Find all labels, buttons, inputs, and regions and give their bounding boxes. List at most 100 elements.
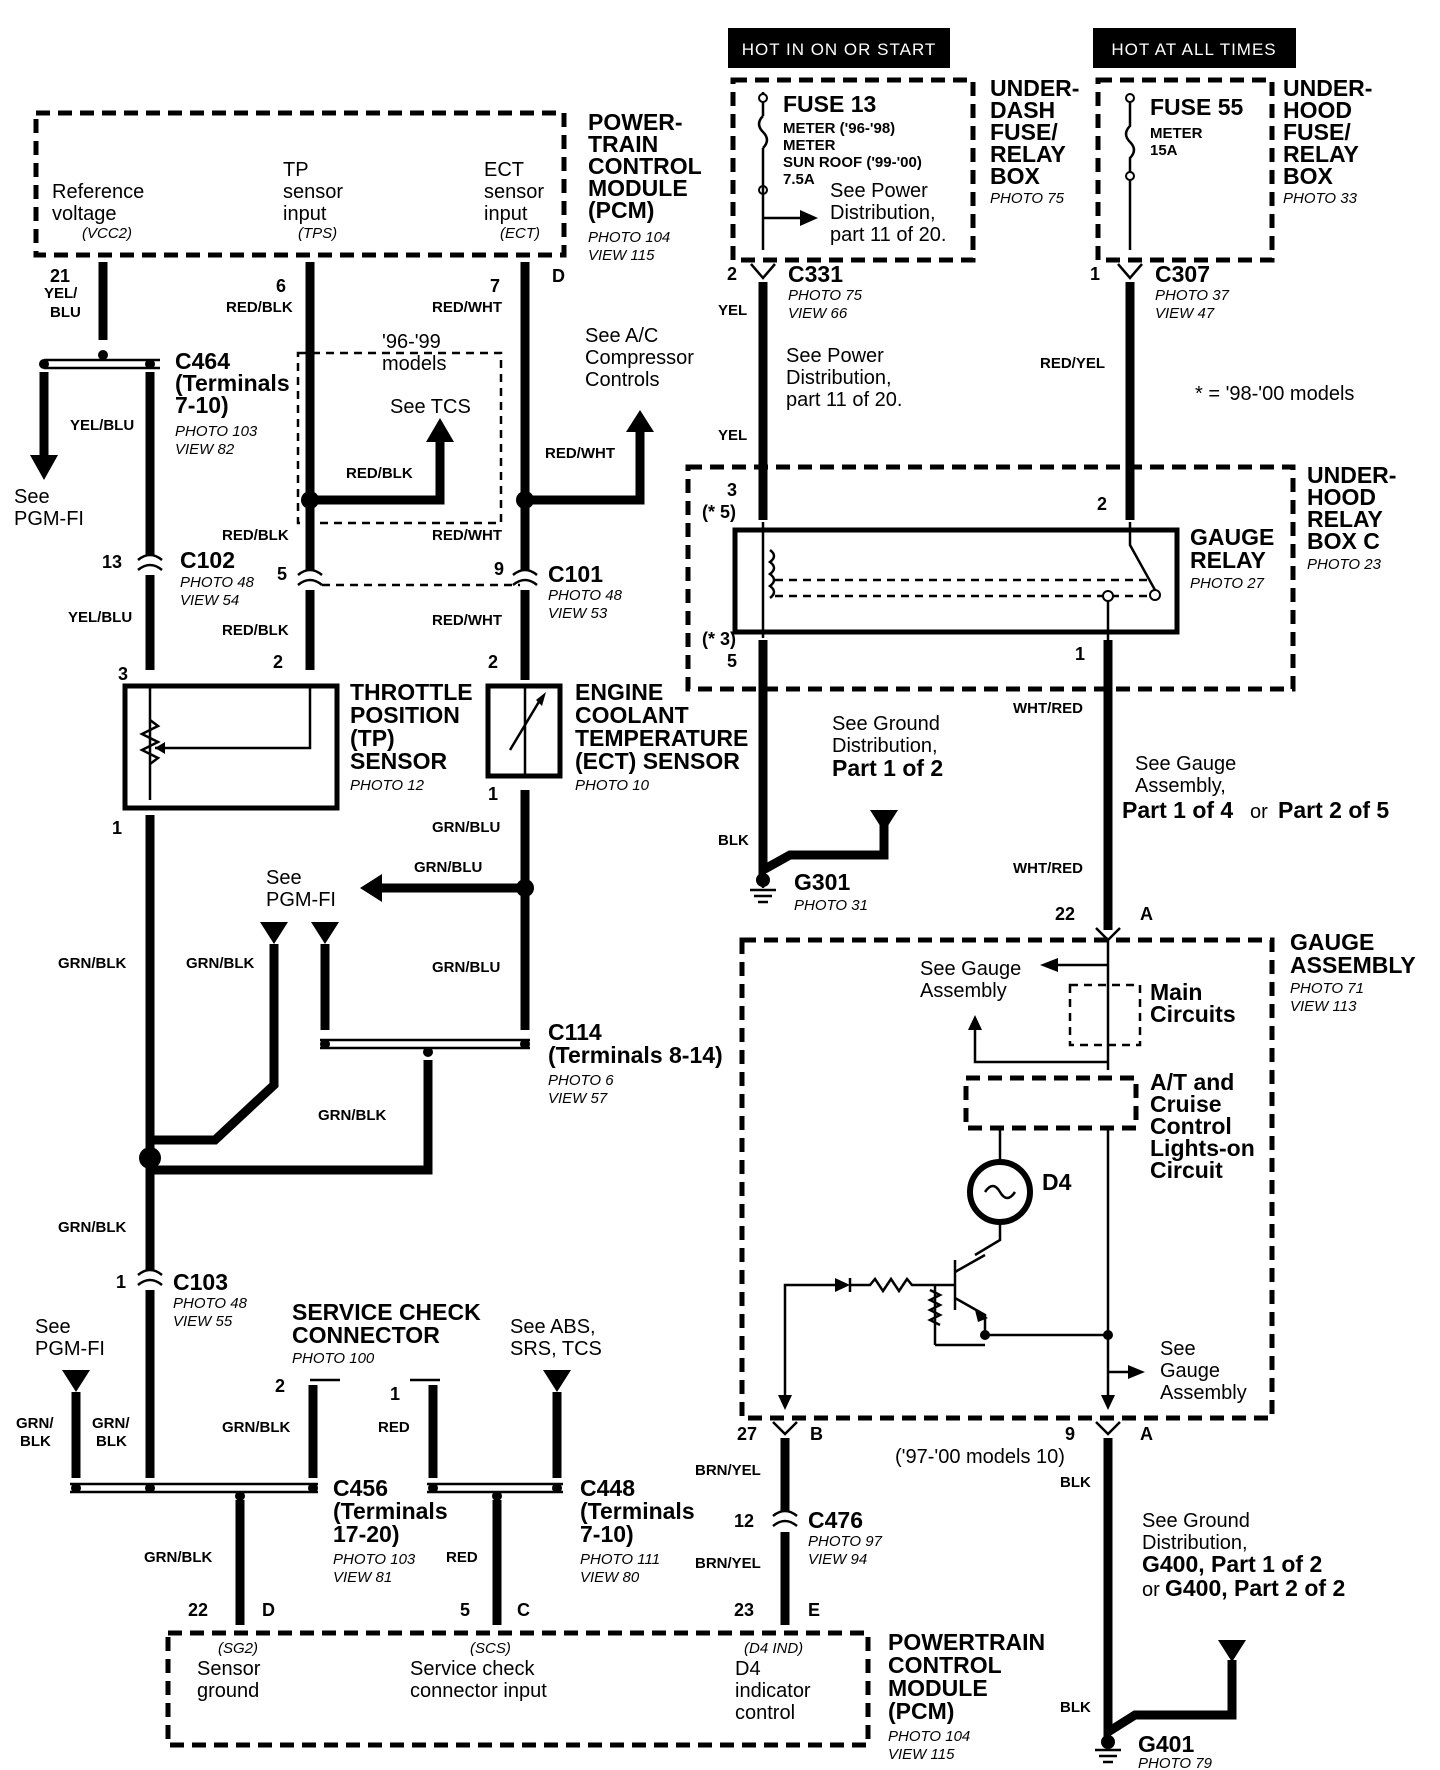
svg-text:part 11 of 20.: part 11 of 20. bbox=[786, 389, 902, 411]
svg-text:See Ground: See Ground bbox=[1142, 1510, 1250, 1532]
svg-text:(* 5): (* 5) bbox=[702, 502, 736, 522]
wire-to-pgmfi-1: YEL/BLU See PGM-FI bbox=[14, 372, 134, 530]
svg-text:RED/BLK: RED/BLK bbox=[226, 299, 293, 316]
svg-text:VIEW 82: VIEW 82 bbox=[175, 441, 235, 458]
wire-blk-g401: BLK BLK See Ground Distribution, G400, P… bbox=[1060, 1438, 1345, 1770]
svg-text:5: 5 bbox=[727, 651, 737, 671]
svg-text:METER: METER bbox=[1150, 125, 1203, 142]
connector-c331: 2 C331 PHOTO 75 VIEW 66 bbox=[727, 261, 863, 322]
svg-text:PHOTO 75: PHOTO 75 bbox=[788, 287, 863, 304]
svg-text:1: 1 bbox=[112, 818, 122, 838]
svg-text:7-10): 7-10) bbox=[580, 1521, 634, 1547]
svg-text:5: 5 bbox=[460, 1600, 470, 1620]
gauge-relay: 3 (* 5) 2 (* 3) 5 1 GAUGE RELAY PHOTO 27 bbox=[702, 480, 1274, 671]
svg-text:Assembly: Assembly bbox=[1160, 1382, 1247, 1404]
svg-text:See Power: See Power bbox=[830, 180, 928, 202]
svg-text:See: See bbox=[14, 486, 50, 508]
svg-text:PGM-FI: PGM-FI bbox=[14, 508, 84, 530]
underhood-relay-box-c: UNDER- HOOD RELAY BOX C PHOTO 23 bbox=[685, 462, 1396, 692]
svg-text:ECT: ECT bbox=[484, 159, 524, 181]
svg-text:SENSOR: SENSOR bbox=[350, 748, 448, 774]
svg-text:or: or bbox=[1142, 1579, 1160, 1601]
svg-text:sensor: sensor bbox=[484, 181, 544, 203]
svg-text:METER: METER bbox=[783, 137, 836, 154]
svg-text:voltage: voltage bbox=[52, 203, 117, 225]
svg-text:PHOTO 27: PHOTO 27 bbox=[1190, 575, 1265, 592]
svg-text:A/T and: A/T and bbox=[1150, 1069, 1234, 1095]
svg-text:RED/WHT: RED/WHT bbox=[432, 527, 502, 544]
svg-text:ground: ground bbox=[197, 1680, 259, 1702]
see-abs-srs-tcs: See ABS, SRS, TCS bbox=[510, 1316, 602, 1478]
connector-c464: C464 (Terminals 7-10) PHOTO 103 VIEW 82 bbox=[39, 348, 290, 458]
wire-yel-blu-to-tp: YEL/BLU bbox=[68, 372, 155, 670]
svg-text:5: 5 bbox=[277, 564, 287, 584]
svg-text:(* 3): (* 3) bbox=[702, 629, 736, 649]
svg-text:GRN/BLK: GRN/BLK bbox=[58, 1219, 126, 1236]
svg-text:RED: RED bbox=[446, 1549, 478, 1566]
svg-text:Circuit: Circuit bbox=[1150, 1157, 1223, 1183]
svg-text:2: 2 bbox=[273, 652, 283, 672]
svg-text:(Terminals: (Terminals bbox=[175, 370, 290, 396]
svg-text:C331: C331 bbox=[788, 261, 843, 287]
svg-text:YEL/BLU: YEL/BLU bbox=[70, 417, 134, 434]
svg-text:21: 21 bbox=[50, 266, 70, 286]
svg-text:12: 12 bbox=[734, 1511, 754, 1531]
svg-text:RELAY: RELAY bbox=[990, 141, 1066, 167]
svg-text:RED/WHT: RED/WHT bbox=[545, 445, 615, 462]
svg-text:27: 27 bbox=[737, 1424, 757, 1444]
svg-text:PHOTO 12: PHOTO 12 bbox=[350, 777, 425, 794]
svg-text:(TPS): (TPS) bbox=[298, 225, 337, 242]
svg-text:A: A bbox=[1140, 904, 1153, 924]
svg-text:22: 22 bbox=[188, 1600, 208, 1620]
svg-text:G301: G301 bbox=[794, 869, 850, 895]
svg-text:9: 9 bbox=[1065, 1424, 1075, 1444]
svg-text:SUN ROOF ('99-'00): SUN ROOF ('99-'00) bbox=[783, 154, 922, 171]
svg-text:PHOTO 23: PHOTO 23 bbox=[1307, 556, 1382, 573]
svg-text:22: 22 bbox=[1055, 904, 1075, 924]
svg-text:CONNECTOR: CONNECTOR bbox=[292, 1322, 440, 1348]
svg-text:Cruise: Cruise bbox=[1150, 1091, 1222, 1117]
svg-text:BOX: BOX bbox=[990, 163, 1041, 189]
svg-text:RED/WHT: RED/WHT bbox=[432, 299, 502, 316]
connector-c102: 13 5 C102 PHOTO 48 VIEW 54 bbox=[102, 547, 520, 609]
svg-text:WHT/RED: WHT/RED bbox=[1013, 700, 1083, 717]
wire-yel-blu: YEL/ BLU bbox=[44, 262, 108, 340]
tp-sensor: 3 2 1 THROTTLE POSITION (TP) SENSOR PHOT… bbox=[112, 652, 473, 838]
svg-text:G401: G401 bbox=[1138, 1731, 1194, 1757]
svg-text:VIEW 94: VIEW 94 bbox=[808, 1551, 867, 1568]
svg-text:FUSE/: FUSE/ bbox=[1283, 119, 1351, 145]
svg-text:(ECT) SENSOR: (ECT) SENSOR bbox=[575, 748, 740, 774]
svg-text:THROTTLE: THROTTLE bbox=[350, 679, 473, 705]
svg-text:METER ('96-'98): METER ('96-'98) bbox=[783, 120, 895, 137]
svg-text:C114: C114 bbox=[548, 1019, 602, 1045]
svg-text:PHOTO 79: PHOTO 79 bbox=[1138, 1755, 1213, 1770]
svg-text:3: 3 bbox=[727, 480, 737, 500]
svg-text:GRN/: GRN/ bbox=[92, 1415, 130, 1432]
wire-yel: YEL YEL See Power Distribution, part 11 … bbox=[718, 282, 902, 520]
svg-text:D4: D4 bbox=[1042, 1169, 1072, 1195]
svg-text:PHOTO 103: PHOTO 103 bbox=[175, 423, 258, 440]
gauge-output-pins: 27 B 9 A ('97-'00 models 10) bbox=[737, 1421, 1153, 1468]
svg-text:(TP): (TP) bbox=[350, 725, 395, 751]
svg-text:1: 1 bbox=[488, 784, 498, 804]
svg-text:input: input bbox=[484, 203, 528, 225]
connector-c456: C456 (Terminals 17-20) PHOTO 103 VIEW 81 bbox=[70, 1475, 448, 1586]
svg-text:YEL/: YEL/ bbox=[44, 285, 78, 302]
svg-text:BLK: BLK bbox=[1060, 1699, 1091, 1716]
svg-text:A: A bbox=[1140, 1424, 1153, 1444]
svg-text:1: 1 bbox=[1075, 644, 1085, 664]
svg-text:(SG2): (SG2) bbox=[218, 1640, 258, 1657]
ac-label: See A/C Compressor Controls bbox=[585, 325, 694, 391]
svg-text:RED/BLK: RED/BLK bbox=[222, 622, 289, 639]
svg-text:(Terminals: (Terminals bbox=[580, 1498, 695, 1524]
svg-text:See Power: See Power bbox=[786, 345, 884, 367]
svg-text:UNDER-: UNDER- bbox=[990, 75, 1079, 101]
svg-text:BLU: BLU bbox=[50, 304, 81, 321]
wire-red-wht-ect: RED/WHT RED/WHT RED/WHT RED/WHT bbox=[432, 262, 654, 680]
svg-text:PHOTO 71: PHOTO 71 bbox=[1290, 980, 1364, 997]
connector-c103: 1 C103 PHOTO 48 VIEW 55 bbox=[116, 1268, 248, 1330]
svg-text:(SCS): (SCS) bbox=[470, 1640, 511, 1657]
svg-text:'96-'99: '96-'99 bbox=[382, 331, 441, 353]
svg-text:RELAY: RELAY bbox=[1190, 547, 1266, 573]
svg-text:PHOTO 103: PHOTO 103 bbox=[333, 1551, 416, 1568]
